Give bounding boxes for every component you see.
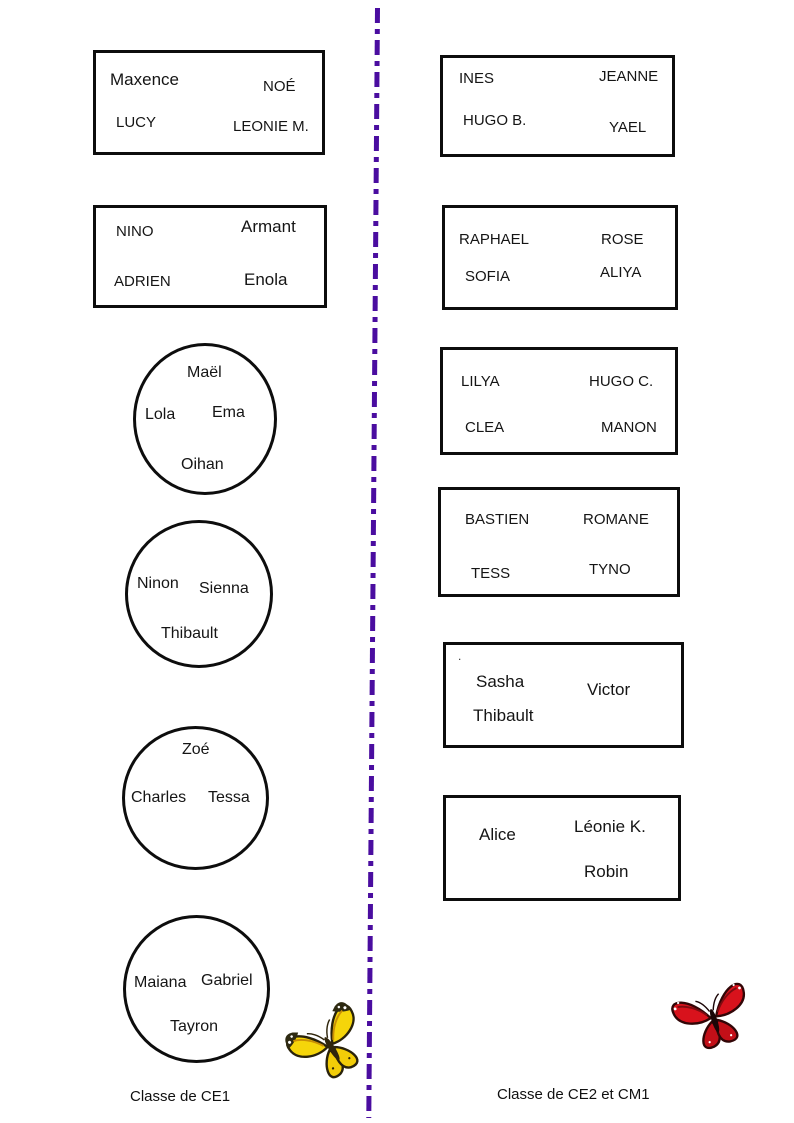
seat-name: TESS: [471, 565, 511, 582]
divider-dashed-line: [366, 7, 380, 1118]
table-rect-ce2-1: INES JEANNE HUGO B. YAEL: [440, 55, 675, 157]
seat-name: BASTIEN: [465, 511, 530, 528]
class-label-ce1: Classe de CE1: [130, 1088, 231, 1105]
table-rect-ce1-1: Maxence NOÉ LUCY LEONIE M.: [93, 50, 325, 155]
seat-name: Sienna: [199, 580, 249, 597]
class-label-ce2-cm1: Classe de CE2 et CM1: [497, 1086, 650, 1103]
seat-name: Gabriel: [201, 972, 253, 989]
seat-name: LEONIE M.: [233, 118, 309, 135]
seat-name: SOFIA: [465, 268, 511, 285]
seat-name: ROMANE: [583, 511, 649, 528]
seat-name: Lola: [145, 406, 176, 423]
table-rect-ce2-4: BASTIEN ROMANE TESS TYNO: [438, 487, 680, 597]
seat-name: LILYA: [461, 373, 500, 390]
seat-name: MANON: [601, 419, 657, 436]
seat-name: Enola: [244, 270, 288, 289]
seat-name: Maël: [187, 364, 222, 381]
seat-name: Léonie K.: [574, 817, 646, 836]
seat-name: Ema: [212, 404, 245, 421]
seat-name: HUGO B.: [463, 112, 527, 129]
seat-name: NOÉ: [263, 78, 296, 95]
seat-name: Alice: [479, 825, 516, 844]
table-circle-ce1-2: Ninon Sienna Thibault: [125, 520, 273, 668]
seat-name: Tayron: [170, 1018, 219, 1035]
seat-name: Robin: [584, 862, 629, 881]
table-rect-ce2-2: RAPHAEL ROSE SOFIA ALIYA: [442, 205, 678, 310]
table-rect-ce2-3: LILYA HUGO C. CLEA MANON: [440, 347, 678, 455]
seat-name: Sasha: [476, 672, 525, 691]
seat-name: Tessa: [208, 789, 250, 806]
seat-name: Charles: [131, 789, 187, 806]
seat-name: INES: [459, 70, 495, 87]
seat-name: Thibault: [473, 706, 534, 725]
table-circle-ce1-4: Maiana Gabriel Tayron: [123, 915, 270, 1063]
table-rect-ce1-2: NINO Armant ADRIEN Enola: [93, 205, 327, 308]
seat-name: Oihan: [181, 456, 224, 473]
table-rect-ce2-5: . Sasha Victor Thibault: [443, 642, 684, 748]
seat-name: Victor: [587, 680, 631, 699]
seat-name: Thibault: [161, 625, 218, 642]
seat-name: TYNO: [589, 561, 631, 578]
seat-name: JEANNE: [599, 68, 659, 85]
table-circle-ce1-3: Zoé Charles Tessa: [122, 726, 269, 870]
seat-name: LUCY: [116, 114, 157, 131]
table-rect-ce2-6: Alice Léonie K. Robin: [443, 795, 681, 901]
seat-name: ADRIEN: [114, 273, 171, 290]
seat-name: ALIYA: [600, 264, 642, 281]
seat-name: Armant: [241, 217, 296, 236]
seat-name: NINO: [116, 223, 154, 240]
seat-name: HUGO C.: [589, 373, 654, 390]
seat-name: Zoé: [182, 741, 210, 758]
seat-name: Maxence: [110, 70, 179, 89]
seat-name: Maiana: [134, 974, 187, 991]
seat-name: ROSE: [601, 231, 644, 248]
stray-mark: .: [458, 649, 462, 663]
seat-name: CLEA: [465, 419, 505, 436]
seat-name: RAPHAEL: [459, 231, 530, 248]
yellow-butterfly-icon: [283, 993, 379, 1101]
red-butterfly-icon: [663, 972, 765, 1066]
table-circle-ce1-1: Maël Lola Ema Oihan: [133, 343, 277, 495]
seat-name: Ninon: [137, 575, 179, 592]
seat-name: YAEL: [609, 119, 647, 136]
